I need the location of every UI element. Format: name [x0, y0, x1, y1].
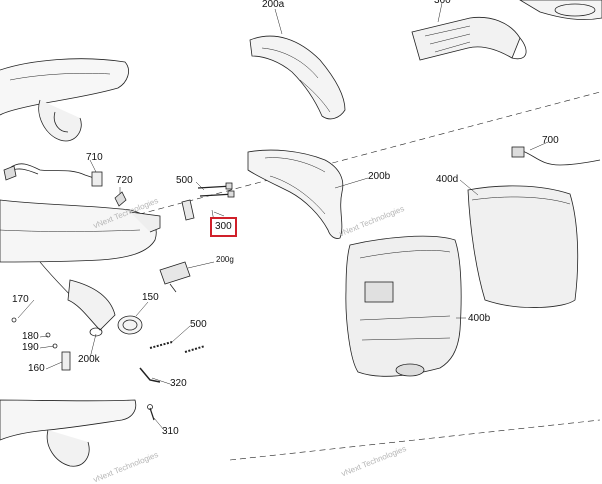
- clamp-ring-150: [117, 315, 143, 335]
- callout-200g[interactable]: 200g: [216, 255, 234, 264]
- callout-500-lower[interactable]: 500: [190, 319, 207, 330]
- callout-200b[interactable]: 200b: [368, 171, 391, 182]
- assembly-axis-line-lower: [229, 419, 601, 461]
- heat-shield-200a: [249, 35, 346, 120]
- bolt-310: [147, 404, 155, 421]
- callout-200a[interactable]: 200a: [262, 0, 285, 10]
- callout-700[interactable]: 700: [542, 135, 559, 146]
- flex-pipe-360: [411, 16, 527, 61]
- callout-710[interactable]: 710: [86, 152, 103, 163]
- assembly-axis-line: [109, 91, 601, 223]
- leader-lines: [17, 2, 549, 431]
- callout-500[interactable]: 500: [176, 175, 193, 186]
- clip-720: [114, 191, 127, 207]
- callout-190[interactable]: 190: [22, 342, 39, 353]
- heat-shield-200b: [247, 149, 344, 239]
- callout-360[interactable]: 360: [434, 0, 451, 6]
- sensor-cable-700: [511, 146, 601, 166]
- springs-500-lower: [149, 341, 206, 353]
- pipe-200k: [67, 279, 116, 337]
- callout-720[interactable]: 720: [116, 175, 133, 186]
- muffler-tube-top-left: [0, 58, 129, 142]
- callout-300-highlighted[interactable]: 300: [210, 217, 237, 237]
- callout-320[interactable]: 320: [170, 378, 187, 389]
- muffler-400b: [345, 235, 462, 377]
- muffler-body-left: [0, 199, 161, 321]
- sensor-cable-710: [3, 163, 103, 187]
- callout-170[interactable]: 170: [12, 294, 29, 305]
- callout-160[interactable]: 160: [28, 363, 45, 374]
- callout-400d[interactable]: 400d: [436, 174, 459, 185]
- callout-310[interactable]: 310: [162, 426, 179, 437]
- studs-500-upper: [197, 182, 235, 198]
- callout-200k[interactable]: 200k: [78, 354, 100, 365]
- callout-150[interactable]: 150: [142, 292, 159, 303]
- bracket-200g: [159, 261, 191, 293]
- callout-400b[interactable]: 400b: [468, 313, 491, 324]
- muffler-bottom-left: [0, 399, 137, 467]
- bracket-160: [61, 351, 71, 371]
- rod-320: [139, 367, 161, 383]
- pipe-top-right: [519, 0, 602, 20]
- cover-400d: [467, 185, 579, 308]
- callout-180[interactable]: 180: [22, 331, 39, 342]
